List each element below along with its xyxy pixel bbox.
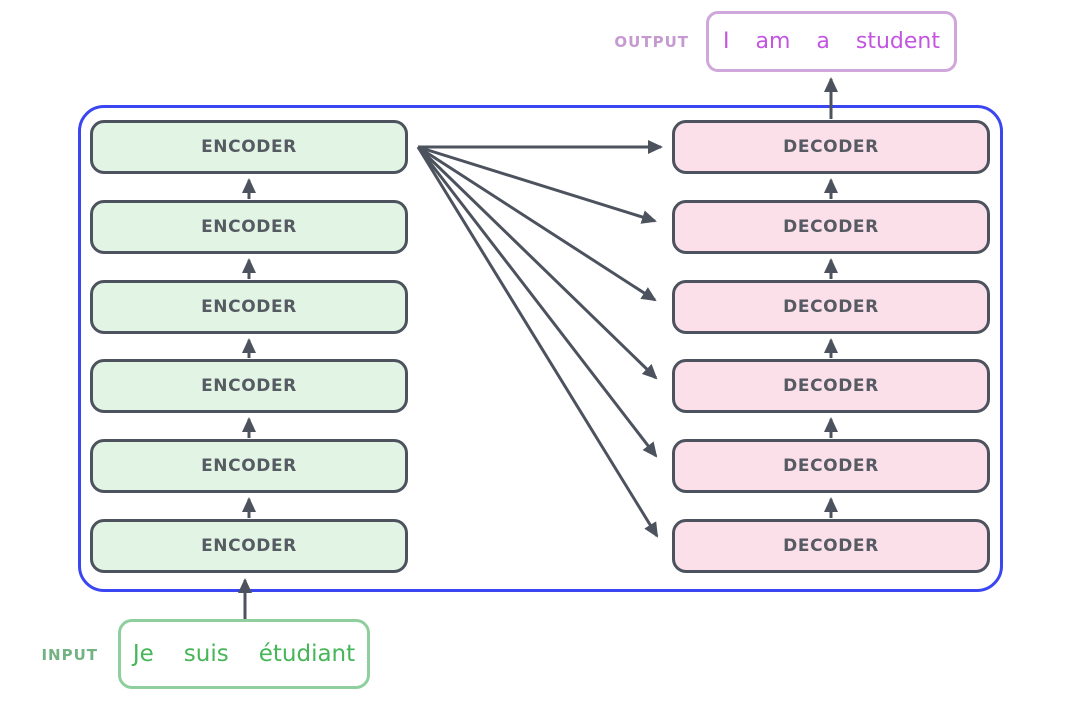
decoder-box-3: DECODER [672,280,990,334]
input-label: INPUT [41,646,98,664]
decoder-box-2: DECODER [672,200,990,254]
encoder-box-2: ENCODER [90,200,408,254]
encoder-box-6: ENCODER [90,519,408,573]
input-word: suis [183,641,229,667]
decoder-box-1: DECODER [672,120,990,174]
encoder-decoder-container [78,105,1003,592]
encoder-box-1: ENCODER [90,120,408,174]
input-sentence-box: Je suis étudiant [118,619,370,689]
encoder-box-3: ENCODER [90,280,408,334]
input-word: Je [132,641,154,667]
decoder-box-6: DECODER [672,519,990,573]
output-word: a [816,29,830,54]
output-word: I [722,29,730,54]
encoder-box-5: ENCODER [90,439,408,493]
decoder-box-4: DECODER [672,359,990,413]
output-label: OUTPUT [614,33,689,51]
decoder-box-5: DECODER [672,439,990,493]
output-word: student [855,29,940,54]
encoder-box-4: ENCODER [90,359,408,413]
output-word: am [755,29,791,54]
input-word: étudiant [258,641,356,667]
output-sentence-box: I am a student [706,11,957,72]
